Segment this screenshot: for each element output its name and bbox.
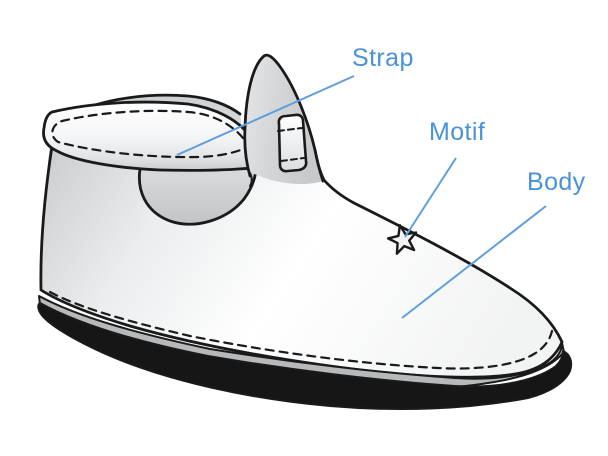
- body-stitching: [48, 290, 554, 370]
- label-motif: Motif: [429, 118, 486, 146]
- label-strap: Strap: [352, 44, 414, 72]
- heel-flap-outline: [138, 160, 258, 226]
- star-motif-icon: [386, 224, 418, 255]
- ankle-back-fin-outline: [243, 53, 325, 183]
- shoe-body: [40, 55, 563, 378]
- strap-keeper: [277, 113, 308, 173]
- motif-leader-line: [404, 157, 457, 238]
- strap-leader-line: [176, 75, 355, 156]
- heel-flap: [139, 160, 257, 225]
- label-body: Body: [527, 168, 586, 196]
- shoe-body-outline: [39, 144, 564, 379]
- body-leader-line: [401, 205, 547, 319]
- shoe-strap: [42, 100, 254, 172]
- strap-keeper-stitching: [277, 127, 305, 162]
- strap-stitching: [51, 109, 249, 159]
- shoe-sole: [37, 302, 573, 411]
